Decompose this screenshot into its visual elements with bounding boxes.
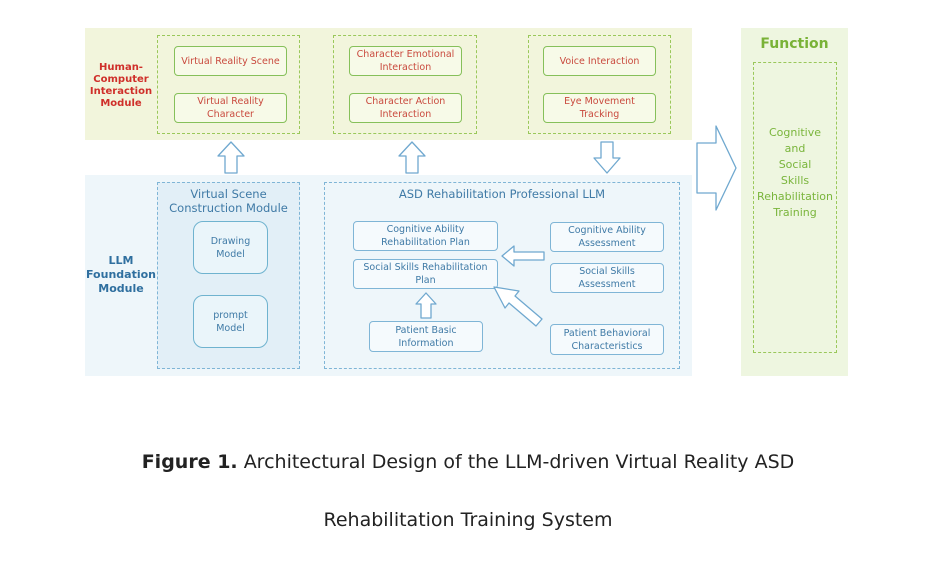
figure-caption-line2: Rehabilitation Training System [323, 509, 613, 531]
function-group [753, 62, 837, 353]
up-arrow-icon [398, 141, 426, 174]
function-band [741, 28, 848, 376]
asd-llm-group [324, 182, 680, 369]
behavioral-characteristics-box: Patient Behavioral Characteristics [550, 324, 664, 355]
figure-label: Figure 1. [141, 451, 238, 473]
patient-info-box: Patient Basic Information [369, 321, 483, 352]
vr-character-box: Virtual Reality Character [174, 93, 287, 123]
asd-llm-title: ASD Rehabilitation Professional LLM [398, 187, 606, 201]
social-plan-box: Social Skills Rehabilitation Plan [353, 259, 498, 289]
scene-construction-title: Virtual Scene Construction Module [169, 187, 288, 215]
social-assessment-box: Social Skills Assessment [550, 263, 664, 293]
figure-caption-line1: Figure 1. Architectural Design of the LL… [0, 451, 936, 473]
function-text: Cognitive and Social Skills Rehabilitati… [757, 126, 833, 219]
voice-interaction-box: Voice Interaction [543, 46, 656, 76]
up-arrow-icon [217, 141, 245, 174]
cognitive-plan-box: Cognitive Ability Rehabilitation Plan [353, 221, 498, 251]
eye-movement-box: Eye Movement Tracking [543, 93, 656, 123]
diagonal-arrow-icon [493, 286, 543, 327]
hci-group-character [333, 35, 477, 134]
function-title: Function [760, 36, 829, 52]
vr-scene-box: Virtual Reality Scene [174, 46, 287, 76]
left-arrow-icon [501, 245, 545, 267]
right-arrow-icon [696, 125, 737, 211]
cognitive-assessment-box: Cognitive Ability Assessment [550, 222, 664, 252]
llm-module-label: LLM Foundation Module [85, 254, 156, 295]
character-emotional-box: Character Emotional Interaction [349, 46, 462, 76]
drawing-model-box: Drawing Model [193, 221, 268, 274]
up-arrow-icon [415, 292, 437, 319]
prompt-model-box: prompt Model [193, 295, 268, 348]
character-action-box: Character Action Interaction [349, 93, 462, 123]
hci-group-scene [157, 35, 300, 134]
caption-text-line1: Architectural Design of the LLM-driven V… [243, 451, 795, 473]
hci-group-interaction [528, 35, 671, 134]
hci-module-label: Human- Computer Interaction Module [89, 62, 153, 109]
down-arrow-icon [593, 141, 621, 174]
